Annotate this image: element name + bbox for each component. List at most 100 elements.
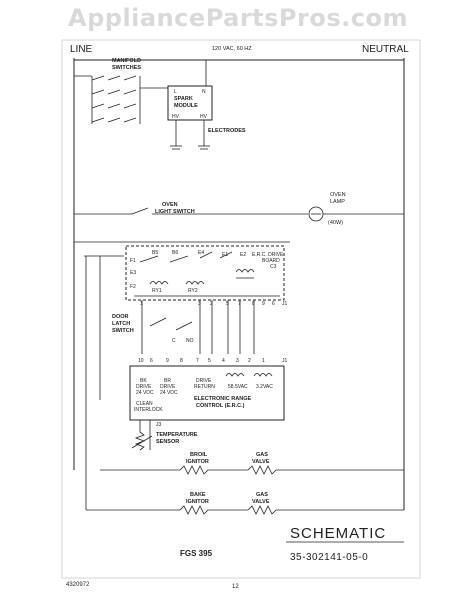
br-drive-2: DRIVE <box>160 384 176 390</box>
door-latch-label-3: SWITCH <box>112 328 134 334</box>
spark-hv1-label: HV <box>172 114 180 120</box>
term-ry2: RY2 <box>188 288 198 294</box>
temp-label-2: SENSOR <box>156 439 179 445</box>
svg-text:3: 3 <box>236 358 239 364</box>
j1-bottom-pins: 10 6 9 8 7 5 4 3 2 1 J1 <box>138 358 288 364</box>
control-bus <box>74 241 290 400</box>
spark-label-1: SPARK <box>174 96 193 102</box>
clean-label-2: INTERLOCK <box>134 407 163 413</box>
svg-text:4: 4 <box>222 358 225 364</box>
part-number: 35-302141-05-0 <box>290 552 368 563</box>
svg-text:9: 9 <box>166 358 169 364</box>
erc-drive-board <box>125 245 285 301</box>
schematic-title: SCHEMATIC <box>290 525 386 542</box>
svg-text:5: 5 <box>208 358 211 364</box>
bk-drive-1: BK <box>140 378 147 384</box>
svg-text:7: 7 <box>196 358 199 364</box>
term-ry1: RY1 <box>152 288 162 294</box>
manifold-switches <box>74 75 168 124</box>
broil-label-1: BROIL <box>190 452 208 458</box>
latch-c-label: C <box>172 338 176 344</box>
erc-board-label-2: BOARD <box>262 258 280 264</box>
erc-board-label-1: E.R.C. DRIVE <box>252 252 284 258</box>
page-number: 12 <box>232 584 239 590</box>
spark-n-label: N <box>202 89 206 95</box>
oven-light-label-2: LIGHT SWITCH <box>155 209 195 215</box>
svg-text:8: 8 <box>180 358 183 364</box>
oven-lamp-label-3: (40W) <box>328 220 343 226</box>
drive-return-1: DRIVE <box>196 378 212 384</box>
vac-3-label: 3.2VAC <box>256 384 273 390</box>
svg-text:2: 2 <box>248 358 251 364</box>
term-e3: E3 <box>130 270 136 276</box>
term-e4: E4 <box>198 250 204 256</box>
oven-light-label-1: OVEN <box>162 202 178 208</box>
drive-board-internals <box>134 251 280 297</box>
svg-text:7: 7 <box>238 301 241 307</box>
svg-text:J1: J1 <box>282 301 288 307</box>
oven-lamp-label-2: LAMP <box>330 199 345 205</box>
bk-drive-3: 24 VDC <box>136 390 154 396</box>
svg-text:10: 10 <box>138 358 144 364</box>
clean-label-1: CLEAN <box>136 401 153 407</box>
model-label: FGS 395 <box>180 549 213 558</box>
page-border <box>61 39 421 579</box>
line-label: LINE <box>70 44 93 55</box>
svg-text:1: 1 <box>262 358 265 364</box>
broil-label-2: IGNITOR <box>186 459 209 465</box>
term-f2: F2 <box>130 284 136 290</box>
gas-valve-1-label-1: GAS <box>256 452 268 458</box>
svg-text:6: 6 <box>150 358 153 364</box>
erc-label-1: ELECTRONIC RANGE <box>194 396 251 402</box>
manifold-label-2: SWITCHES <box>112 65 141 71</box>
spark-hv2-label: HV <box>200 114 208 120</box>
br-drive-1: BR <box>164 378 171 384</box>
spark-l-label: L <box>174 89 177 95</box>
electronic-range-control <box>129 365 285 421</box>
svg-text:2: 2 <box>210 301 213 307</box>
svg-text:9: 9 <box>262 301 265 307</box>
drive-return-2: RETURN <box>194 384 215 390</box>
br-drive-3: 24 VDC <box>160 390 178 396</box>
neutral-label: NEUTRAL <box>362 44 409 55</box>
spark-label-2: MODULE <box>174 103 198 109</box>
term-b6: B6 <box>172 250 178 256</box>
term-f1: F1 <box>130 258 136 264</box>
bk-drive-2: DRIVE <box>136 384 152 390</box>
svg-text:8: 8 <box>252 301 255 307</box>
bake-label-2: IGNITOR <box>186 499 209 505</box>
temperature-sensor <box>131 420 153 451</box>
door-latch-label-2: LATCH <box>112 321 130 327</box>
vac-58-label: 58.5VAC <box>228 384 248 390</box>
erc-coils <box>225 373 273 377</box>
doc-number: 4320972 <box>66 582 90 588</box>
harness-wires <box>141 300 255 354</box>
oven-light-circuit <box>74 206 404 222</box>
bake-circuit <box>85 256 404 515</box>
j1-top-pins: 1 3 2 5 7 8 9 6 J1 <box>140 301 288 307</box>
spark-wiring <box>170 60 210 150</box>
svg-text:6: 6 <box>272 301 275 307</box>
temp-label-1: TEMPERATURE <box>156 432 198 438</box>
gas-valve-2-label-1: GAS <box>256 492 268 498</box>
j3-label: J3 <box>156 422 162 428</box>
term-e1: E1 <box>222 252 228 258</box>
electrodes-label: ELECTRODES <box>208 128 246 134</box>
door-latch-label-1: DOOR <box>112 314 129 320</box>
gas-valve-1-label-2: VALVE <box>252 459 270 465</box>
gas-valve-2-label-2: VALVE <box>252 499 270 505</box>
term-b5: B5 <box>152 250 158 256</box>
spark-module <box>167 85 213 121</box>
erc-label-2: CONTROL (E.R.C.) <box>196 403 245 409</box>
manifold-label-1: MANIFOLD <box>112 58 141 64</box>
watermark: AppliancePartsPros.com <box>68 4 408 32</box>
svg-text:J1: J1 <box>282 358 288 364</box>
svg-text:1: 1 <box>140 301 143 307</box>
latch-no-label: NO <box>186 338 194 344</box>
broil-circuit <box>100 465 404 475</box>
supply-label: 120 VAC, 60 HZ <box>212 46 252 52</box>
term-e2: E2 <box>240 252 246 258</box>
bake-label-1: BAKE <box>190 492 206 498</box>
svg-text:5: 5 <box>226 301 229 307</box>
